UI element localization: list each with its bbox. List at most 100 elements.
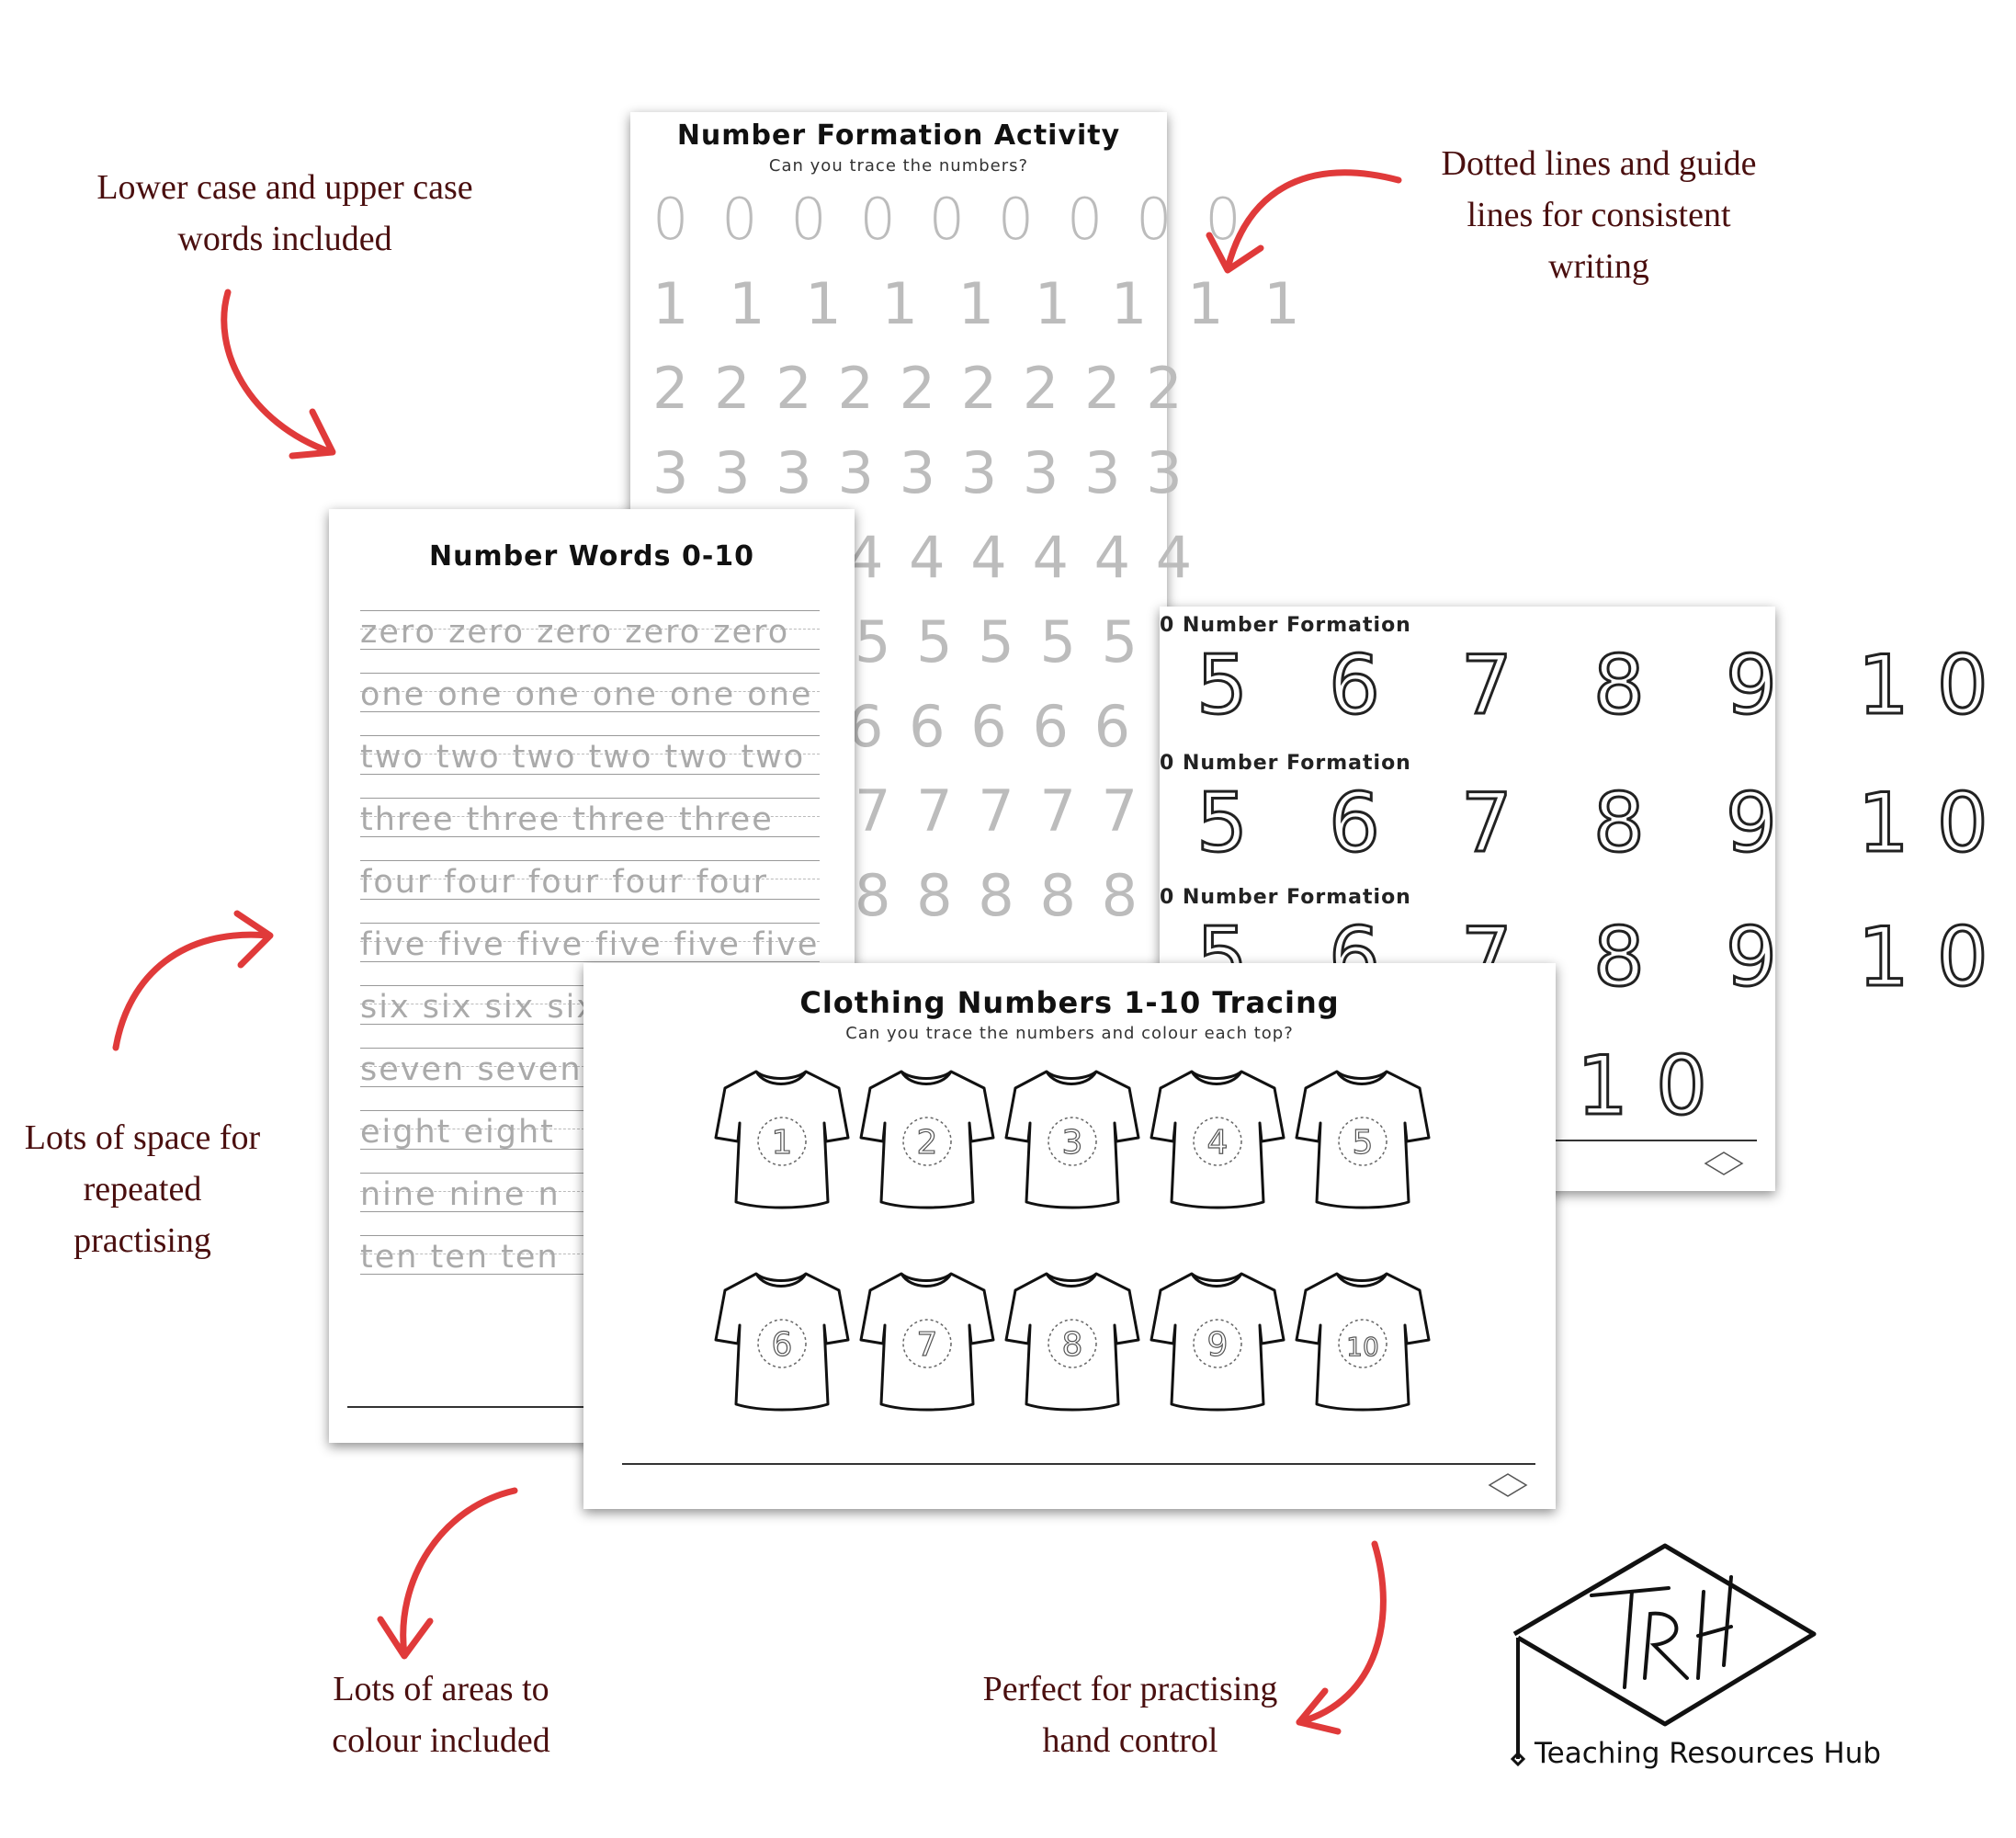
footer-line <box>622 1463 1535 1465</box>
word-row-text: zero zero zero zero zero <box>360 614 790 651</box>
word-row-text: one one one one one one <box>360 676 813 713</box>
tshirt-3: 3 <box>1002 1064 1140 1211</box>
trace-row: 4 4 4 4 4 4 <box>847 524 1196 591</box>
tshirt-icon: 4 <box>1150 1070 1285 1209</box>
word-row-text: two two two two two two <box>360 739 806 776</box>
arrow-top-right-icon <box>1224 169 1402 272</box>
formation-digits: 5 6 7 8 9 10 <box>1195 637 2016 734</box>
tshirt-number: 2 <box>917 1124 938 1162</box>
sheet-title: Number Words 0-10 <box>428 540 755 573</box>
arrow-mid-left-icon <box>112 931 272 1051</box>
tshirt-1: 1 <box>712 1064 850 1211</box>
tshirt-icon: 9 <box>1150 1272 1285 1412</box>
tshirt-4: 4 <box>1148 1064 1285 1211</box>
word-row: one one one one one one <box>360 673 820 715</box>
word-row-text: seven seven <box>360 1051 583 1088</box>
trace-row: 8 8 8 8 8 8 <box>855 862 1204 929</box>
word-row-text: ten ten ten <box>360 1239 560 1276</box>
arrow-bottom-left-icon <box>400 1487 518 1658</box>
trace-row: 2 2 2 2 2 2 2 2 2 <box>652 355 1186 422</box>
brand-mini-logo-icon <box>1488 1473 1528 1497</box>
formation-digits: 5 6 7 8 9 10 <box>1195 775 2016 872</box>
tshirt-number: 6 <box>772 1326 793 1364</box>
sheet-title: Number Formation Activity <box>676 119 1121 152</box>
callout-line: Dotted lines and guide <box>1441 144 1757 183</box>
tshirt-number: 8 <box>1062 1326 1083 1364</box>
callout-arrows <box>112 169 1402 1735</box>
tshirt-7: 7 <box>857 1266 995 1413</box>
tshirt-8: 8 <box>1002 1266 1140 1413</box>
arrow-bottom-right-head-icon <box>1296 1687 1342 1735</box>
formation-label: 0 Number Formation <box>1160 752 1411 775</box>
sheet-subtitle: Can you trace the numbers and colour eac… <box>845 1024 1294 1043</box>
trace-row: 5 5 5 5 5 5 <box>855 608 1204 675</box>
tshirt-2: 2 <box>857 1064 995 1211</box>
arrow-top-left-head-icon <box>289 408 336 460</box>
callout-line: writing <box>1548 247 1649 286</box>
word-row-text: six six six six <box>360 989 598 1026</box>
tshirt-number: 9 <box>1207 1326 1229 1364</box>
trace-row: 3 3 3 3 3 3 3 3 3 <box>652 439 1186 506</box>
word-row-text: five five five five five five <box>360 926 820 963</box>
tshirt-number: 5 <box>1353 1124 1374 1162</box>
arrow-bottom-left-head-icon <box>377 1616 434 1660</box>
tshirt-icon: 7 <box>859 1272 995 1412</box>
callout-space-for-practising: Lots of space for repeated practising <box>0 1112 285 1266</box>
callout-lower-upper-case: Lower case and upper case words included <box>83 162 487 265</box>
callout-line: Lots of space for <box>24 1118 261 1157</box>
callout-hand-control: Perfect for practising hand control <box>956 1663 1305 1766</box>
arrow-top-right-head-icon <box>1206 232 1264 274</box>
arrow-mid-left-head-icon <box>233 910 274 969</box>
word-row: zero zero zero zero zero <box>360 610 820 652</box>
brand-mini-logo-icon <box>1704 1152 1744 1175</box>
tshirt-icon: 3 <box>1004 1070 1140 1209</box>
callout-line: colour included <box>332 1721 550 1760</box>
callout-line: words included <box>177 220 392 258</box>
word-row: two two two two two two <box>360 735 820 777</box>
callout-line: lines for consistent <box>1467 196 1731 234</box>
tshirt-5: 5 <box>1293 1064 1431 1211</box>
word-row-text: eight eight <box>360 1114 555 1151</box>
tshirt-icon: 10 <box>1295 1272 1431 1412</box>
sheet-subtitle: Can you trace the numbers? <box>768 156 1029 176</box>
clothing-numbers-sheet: Clothing Numbers 1-10 Tracing Can you tr… <box>583 963 1556 1509</box>
formation-label: 0 Number Formation <box>1160 886 1411 909</box>
callout-line: repeated <box>83 1170 202 1208</box>
word-row-text: three three three three <box>360 801 774 838</box>
callout-line: Perfect for practising <box>982 1670 1278 1708</box>
trace-row: 7 7 7 7 7 7 <box>855 777 1204 845</box>
callout-line: Lots of areas to <box>333 1670 549 1708</box>
tshirt-icon: 1 <box>714 1070 850 1209</box>
word-row: five five five five five five <box>360 923 820 965</box>
callout-line: hand control <box>1042 1721 1218 1760</box>
trace-row: 0 0 0 0 0 0 0 0 0 <box>652 186 1249 253</box>
number-formation-landscape-sheet: 0 Number Formation 5 6 7 8 9 10 0 Number… <box>1160 607 1989 1191</box>
tshirt-number: 3 <box>1062 1124 1083 1162</box>
tshirt-6: 6 <box>712 1266 850 1413</box>
brand-name: Teaching Resources Hub <box>1535 1737 1882 1770</box>
tshirt-number: 4 <box>1207 1124 1229 1162</box>
tshirt-9: 9 <box>1148 1266 1285 1413</box>
tshirt-icon: 5 <box>1295 1070 1431 1209</box>
word-row-text: nine nine n <box>360 1176 561 1213</box>
formation-digits-partial: 10 <box>1576 1038 1735 1135</box>
arrow-bottom-right-icon <box>1296 1540 1387 1726</box>
callout-line: Lower case and upper case <box>96 168 473 207</box>
brand-logo-icon <box>1510 1543 1817 1767</box>
word-row: four four four four four <box>360 860 820 902</box>
word-row: three three three three <box>360 798 820 840</box>
tshirt-icon: 6 <box>714 1272 850 1412</box>
tshirt-number: 10 <box>1346 1332 1379 1362</box>
word-row-text: four four four four four <box>360 864 769 901</box>
arrow-top-left-icon <box>221 289 334 456</box>
tshirt-icon: 8 <box>1004 1272 1140 1412</box>
callout-line: practising <box>74 1221 211 1260</box>
trace-row: 6 6 6 6 6 6 <box>847 693 1196 760</box>
callout-dotted-lines: Dotted lines and guide lines for consist… <box>1406 138 1792 292</box>
tshirt-number: 1 <box>772 1124 793 1162</box>
sheet-title: Clothing Numbers 1-10 Tracing <box>799 985 1340 1020</box>
trace-row: 1 1 1 1 1 1 1 1 1 <box>652 270 1311 337</box>
callout-areas-to-colour: Lots of areas to colour included <box>294 1663 588 1766</box>
tshirt-icon: 2 <box>859 1070 995 1209</box>
tshirt-10: 10 <box>1293 1266 1431 1413</box>
